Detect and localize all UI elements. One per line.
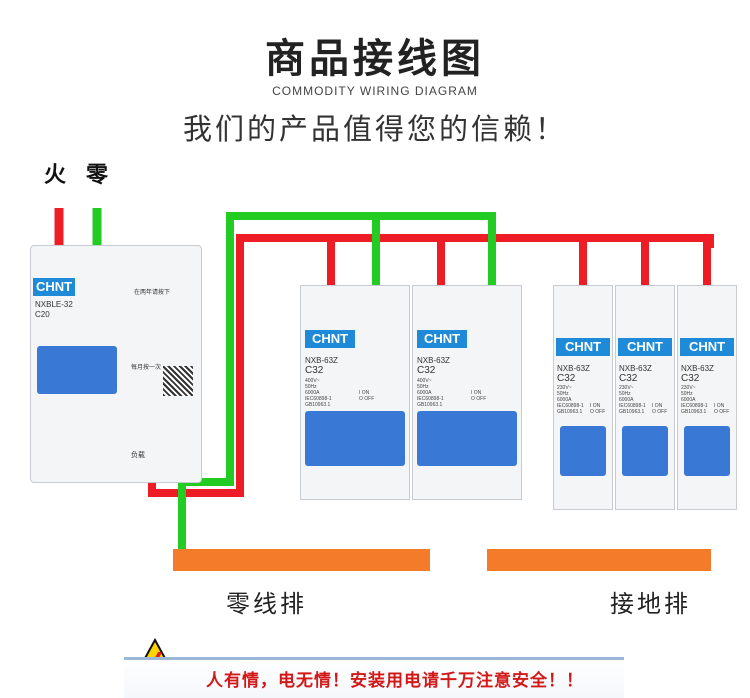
breaker-b-spec-frequency: 50Hz [417, 384, 429, 390]
page-subtitle: COMMODITY WIRING DIAGRAM [272, 84, 478, 98]
breaker-2-spec-capacity: 6000A [619, 397, 634, 403]
breaker-3-brand: CHNT [680, 338, 734, 356]
breaker-2-on-marker: I ON [652, 403, 663, 409]
breaker-a-spec-frequency: 50Hz [305, 384, 317, 390]
breaker-1-spec-voltage: 230V~ [557, 385, 572, 391]
qr-code-icon [163, 366, 193, 396]
breaker-1-off-marker: O OFF [590, 409, 606, 415]
neutral-label: 零 [86, 163, 109, 188]
breaker-a-handle[interactable] [305, 411, 405, 466]
breaker-2-spec-frequency: 50Hz [619, 391, 631, 397]
ground-bar-label: 接地排 [610, 590, 691, 618]
breaker-a-model: NXB-63Z [305, 356, 338, 365]
breaker-a-rating: C32 [305, 365, 324, 376]
breaker-2-model: NXB-63Z [619, 364, 652, 373]
rcbo-model: NXBLE-32 [35, 300, 73, 309]
breaker-1-brand: CHNT [556, 338, 610, 356]
breaker-1-handle[interactable] [560, 426, 606, 476]
one-pole-breaker-3: CHNT NXB-63Z C32 230V~ 50Hz 6000A IEC608… [677, 285, 737, 510]
breaker-3-model: NXB-63Z [681, 364, 714, 373]
breaker-2-rating: C32 [619, 373, 638, 384]
breaker-a-on-marker: I ON [359, 390, 370, 396]
ground-bar [487, 549, 711, 571]
breaker-1-spec-standard-iec: IEC60898-1 [557, 403, 584, 409]
rcbo-notice: 在两年请按下 [134, 290, 171, 296]
breaker-b-spec-capacity: 6000A [417, 390, 432, 396]
live-label: 火 [44, 163, 67, 188]
rcbo-handle[interactable] [37, 346, 117, 394]
rcbo-breaker: CHNT NXBLE-32 C20 在两年请按下 每月按一次 负载 [30, 245, 202, 483]
breaker-3-spec-voltage: 230V~ [681, 385, 696, 391]
breaker-b-off-marker: O OFF [471, 396, 487, 402]
breaker-3-spec-standard-iec: IEC60898-1 [681, 403, 708, 409]
breaker-1-rating: C32 [557, 373, 576, 384]
breaker-2-brand: CHNT [618, 338, 672, 356]
one-pole-breaker-1: CHNT NXB-63Z C32 230V~ 50Hz 6000A IEC608… [553, 285, 613, 510]
one-pole-breaker-2: CHNT NXB-63Z C32 230V~ 50Hz 6000A IEC608… [615, 285, 675, 510]
breaker-b-handle[interactable] [417, 411, 517, 466]
breaker-a-spec-capacity: 6000A [305, 390, 320, 396]
breaker-2-off-marker: O OFF [652, 409, 668, 415]
breaker-2-spec-standard-gb: GB10963.1 [619, 409, 645, 415]
breaker-2-handle[interactable] [622, 426, 668, 476]
breaker-3-spec-standard-gb: GB10963.1 [681, 409, 707, 415]
slogan: 我们的产品值得您的信赖！ [182, 112, 567, 146]
breaker-b-spec-standard-iec: IEC60898-1 [417, 396, 444, 402]
breaker-b-on-marker: I ON [471, 390, 482, 396]
breaker-3-off-marker: O OFF [714, 409, 730, 415]
two-pole-breaker-a: CHNT NXB-63Z C32 400V~ 50Hz 6000A IEC608… [300, 285, 410, 500]
breaker-1-spec-capacity: 6000A [557, 397, 572, 403]
breaker-1-spec-frequency: 50Hz [557, 391, 569, 397]
breaker-a-spec-standard-iec: IEC60898-1 [305, 396, 332, 402]
breaker-a-off-marker: O OFF [359, 396, 375, 402]
breaker-a-brand: CHNT [305, 330, 355, 348]
breaker-b-spec-standard-gb: GB10963.1 [417, 402, 443, 408]
breaker-a-spec-voltage: 400V~ [305, 378, 320, 384]
neutral-bar-label: 零线排 [226, 590, 307, 618]
breaker-a-spec-standard-gb: GB10963.1 [305, 402, 331, 408]
breaker-3-spec-capacity: 6000A [681, 397, 696, 403]
breaker-1-on-marker: I ON [590, 403, 601, 409]
warning-banner [124, 657, 624, 698]
breaker-b-spec-voltage: 400V~ [417, 378, 432, 384]
rcbo-rating: C20 [35, 310, 50, 319]
breaker-b-rating: C32 [417, 365, 436, 376]
rcbo-brand: CHNT [33, 278, 75, 296]
page-title: 商品接线图 [265, 35, 485, 82]
two-pole-breaker-b: CHNT NXB-63Z C32 400V~ 50Hz 6000A IEC608… [412, 285, 522, 500]
breaker-3-spec-frequency: 50Hz [681, 391, 693, 397]
rcbo-load-label: 负载 [131, 452, 145, 459]
warning-text: 人有情，电无情！安装用电请千万注意安全！！ [206, 671, 584, 691]
breaker-1-spec-standard-gb: GB10963.1 [557, 409, 583, 415]
breaker-b-model: NXB-63Z [417, 356, 450, 365]
breaker-3-rating: C32 [681, 373, 700, 384]
live-bus-wire [148, 234, 714, 497]
breaker-3-on-marker: I ON [714, 403, 725, 409]
neutral-bar [173, 549, 430, 571]
breaker-2-spec-standard-iec: IEC60898-1 [619, 403, 646, 409]
breaker-3-handle[interactable] [684, 426, 730, 476]
breaker-1-model: NXB-63Z [557, 364, 590, 373]
breaker-b-brand: CHNT [417, 330, 467, 348]
breaker-2-spec-voltage: 230V~ [619, 385, 634, 391]
rcbo-test-label: 每月按一次 [131, 365, 162, 371]
